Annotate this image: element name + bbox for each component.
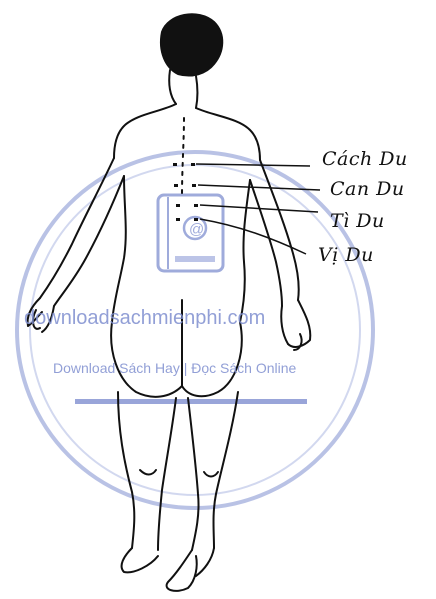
label-cach-du: Cách Du (322, 148, 408, 170)
watermark-site-text: downloadsachmienphi.com (24, 307, 265, 330)
leader-lines (196, 164, 320, 254)
watermark-tagline: Download Sách Hay | Đọc Sách Online (53, 360, 296, 376)
label-can-du: Can Du (330, 178, 405, 200)
label-vi-du: Vị Du (318, 244, 374, 266)
label-ti-du: Tì Du (330, 210, 385, 232)
